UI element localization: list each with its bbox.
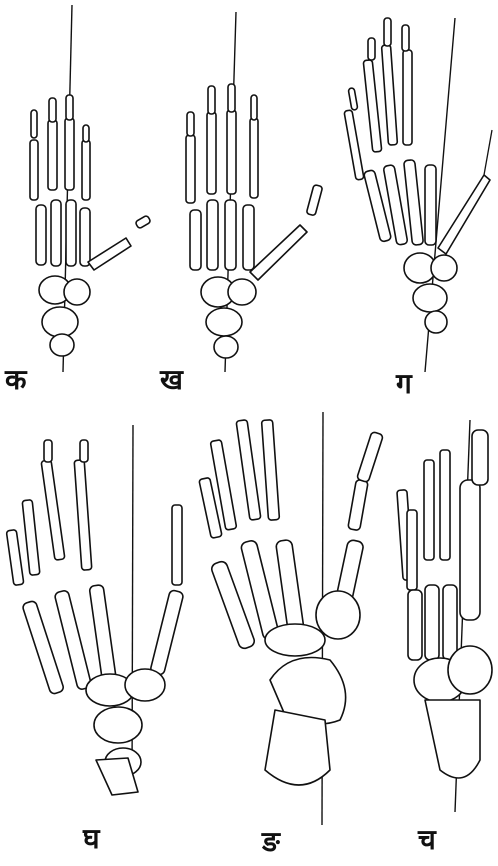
label-ka: क: [5, 366, 27, 394]
label-ga: ग: [396, 370, 412, 398]
panel-kha-skeleton: [186, 12, 323, 372]
panel-ga-skeleton: [344, 18, 492, 372]
panel-nga-skeleton: [199, 412, 384, 825]
label-nga: ङ: [262, 828, 280, 856]
label-cha: च: [418, 826, 436, 854]
panel-cha-skeleton: [397, 420, 492, 812]
panel-gha-skeleton: [6, 425, 184, 795]
label-gha: घ: [83, 825, 100, 853]
label-kha: ख: [160, 366, 183, 394]
panel-ka-skeleton: [30, 5, 151, 372]
